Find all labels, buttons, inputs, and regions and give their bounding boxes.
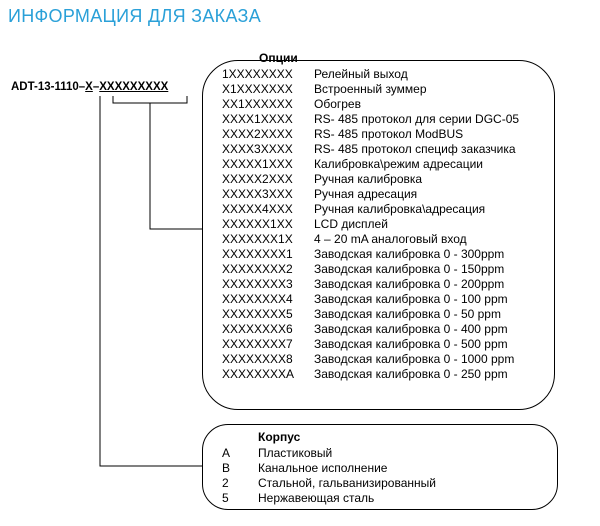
option-code: XXXXX1XXX: [222, 157, 293, 171]
option-code: 1XXXXXXXX: [222, 67, 293, 81]
option-description: Ручная адресация: [314, 187, 418, 201]
option-description: Ручная калибровка\адресация: [314, 202, 486, 216]
option-description: RS- 485 протокол специф заказчика: [314, 142, 516, 156]
product-code: ADT-13-1110–X–XXXXXXXXX: [11, 81, 168, 93]
option-description: Обогрев: [314, 97, 361, 111]
options-connector: [149, 103, 202, 230]
option-code: X1XXXXXXX: [222, 82, 293, 96]
code-housing: X: [85, 81, 93, 93]
option-description: Заводская калибровка 0 - 1000 ppm: [314, 352, 515, 366]
options-bracket: [112, 96, 188, 104]
option-description: 4 – 20 mA аналоговый вход: [314, 232, 467, 246]
option-code: XXXXXXX1X: [222, 232, 293, 246]
housing-code: B: [222, 461, 231, 475]
option-description: Заводская калибровка 0 - 100 ppm: [314, 292, 508, 306]
housing-description: Стальной, гальванизированный: [258, 476, 436, 490]
option-code: XXXXX2XXX: [222, 172, 293, 186]
option-description: Калибровка\режим адресации: [314, 157, 483, 171]
option-code: XXXXX3XXX: [222, 187, 293, 201]
option-description: Заводская калибровка 0 - 50 ppm: [314, 307, 501, 321]
housing-description: Пластиковый: [258, 446, 333, 460]
option-code: XXXXXX1XX: [222, 217, 293, 231]
option-description: Заводская калибровка 0 - 250 ppm: [314, 367, 508, 381]
housing-description: Нержавеющая сталь: [258, 491, 375, 505]
code-options: XXXXXXXXX: [99, 81, 169, 93]
option-code: XXXXXXXXA: [222, 367, 295, 381]
option-description: Заводская калибровка 0 - 500 ppm: [314, 337, 508, 351]
page-title: ИНФОРМАЦИЯ ДЛЯ ЗАКАЗА: [8, 6, 262, 26]
option-description: LCD дисплей: [314, 217, 388, 231]
option-code: XXXX2XXXX: [222, 127, 293, 141]
code-prefix: ADT-13-1110–: [11, 81, 86, 93]
option-description: Заводская калибровка 0 - 200ppm: [314, 277, 505, 291]
option-description: Заводская калибровка 0 - 300ppm: [314, 247, 505, 261]
housing-connector: [99, 96, 202, 467]
option-code: XXXXX4XXX: [222, 202, 293, 216]
option-code: XXXXXXXX5: [222, 307, 293, 321]
options-heading: Опции: [259, 51, 298, 65]
code-separator: –: [92, 81, 100, 93]
option-code: XXXXXXXX8: [222, 352, 293, 366]
housing-code: 2: [222, 476, 229, 490]
housing-code: A: [222, 446, 231, 460]
option-code: XXXX1XXXX: [222, 112, 293, 126]
option-code: XXXXXXXX4: [222, 292, 293, 306]
option-description: Релейный выход: [314, 67, 408, 81]
option-description: Заводская калибровка 0 - 400 ppm: [314, 322, 508, 336]
housing-box: [202, 424, 558, 510]
housing-heading: Корпус: [258, 430, 301, 444]
option-code: XXXXXXXX6: [222, 322, 293, 336]
option-code: XX1XXXXXX: [222, 97, 293, 111]
option-code: XXXXXXXX3: [222, 277, 293, 291]
option-description: Встроенный зуммер: [314, 82, 427, 96]
housing-code: 5: [222, 491, 229, 505]
option-code: XXXXXXXX1: [222, 247, 293, 261]
option-description: Заводская калибровка 0 - 150ppm: [314, 262, 505, 276]
housing-description: Канальное исполнение: [258, 461, 388, 475]
option-code: XXXXXXXX2: [222, 262, 293, 276]
option-description: RS- 485 протокол ModBUS: [314, 127, 464, 141]
option-code: XXXX3XXXX: [222, 142, 293, 156]
options-box: [202, 60, 555, 410]
option-description: RS- 485 протокол для серии DGC-05: [314, 112, 520, 126]
option-description: Ручная калибровка: [314, 172, 423, 186]
option-code: XXXXXXXX7: [222, 337, 293, 351]
